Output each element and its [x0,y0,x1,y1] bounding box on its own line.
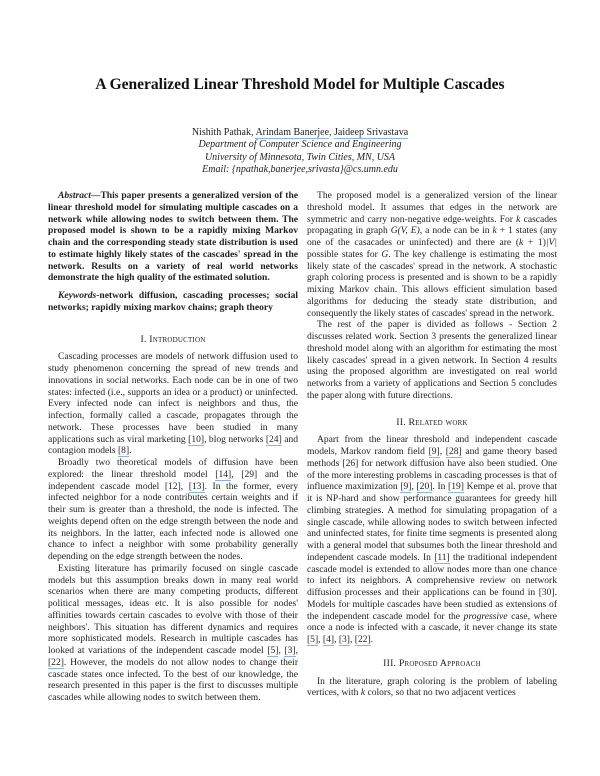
introduction-body: Cascading processes are models of networ… [48,351,298,704]
paragraph-text: , [29] and the independent cascade model… [48,468,298,492]
paragraph-text: , a node can be in [419,225,493,237]
paragraph-text: Kempe et al. prove that it is NP-hard an… [307,481,557,563]
paragraph: The proposed model is a generalized vers… [307,190,557,319]
paragraph: In the literature, graph coloring is the… [307,676,557,700]
left-column: Abstract—This paper presents a generaliz… [48,190,298,704]
citation-link[interactable]: [5] [267,645,279,657]
affiliation-university: University of Minnesota, Twin Cities, MN… [204,151,396,163]
proposed-approach-body: In the literature, graph coloring is the… [307,676,557,700]
paragraph-text: colors, so that no two adjacent vertices [365,687,516,699]
italic-text: k [519,237,524,248]
paragraph-text: Existing literature has primarily focuse… [48,562,298,656]
citation-link[interactable]: [22] [48,656,64,669]
paragraph-text: , blog networks [204,433,266,445]
paragraph-text: Apart from the linear threshold and inde… [307,434,557,457]
paragraph: Cascading processes are models of networ… [48,351,299,458]
paragraph-text: , [318,634,323,645]
paragraph-text: cascades propagating in graph [307,213,557,237]
paragraph-text: Broadly two theoretical models of diffus… [48,457,298,480]
paragraph-text: + 1 states (any one of the casacades or … [307,225,557,248]
paragraph-text: . [129,445,132,457]
author-separator: , [250,127,256,138]
paragraph: The rest of the paper is divided as foll… [307,319,557,401]
citation-link[interactable]: [3] [338,634,350,646]
citation-link[interactable]: [10] [188,433,205,446]
paragraph-text: . In the former, every infected neighbor… [48,480,298,563]
section-heading-introduction: I. Introduction [140,333,206,345]
paragraph: Broadly two theoretical models of diffus… [48,457,298,563]
paragraph-text: , [278,645,285,656]
paragraph-text: In the literature, graph coloring is the… [307,675,557,699]
paragraph-text: The rest of the paper is divided as foll… [307,319,557,401]
paragraph-text: , [349,634,355,645]
paragraph-text: possible states for [307,248,382,260]
citation-link[interactable]: [9] [400,481,412,494]
paragraph-text: . However, the models do not allow nodes… [48,656,298,703]
citation-link[interactable]: [5] [307,634,319,646]
author-list: Nishith Pathak, Arindam Banerjee, Jaidee… [0,127,600,139]
paragraph-text: , [295,645,298,656]
italic-text: k [492,225,497,237]
paragraph-text: The proposed model is a generalized vers… [307,190,557,225]
paragraph: Existing literature has primarily focuse… [48,563,298,704]
keywords-lead: Keywords [58,290,97,301]
related-work-body: Apart from the linear threshold and inde… [307,434,557,646]
author-email: Email: {npathak,banerjee,srivasta}@cs.um… [202,163,398,175]
author-block: Nishith Pathak, Arindam Banerjee, Jaidee… [0,127,600,176]
citation-link[interactable]: [13] [188,480,205,493]
keywords: Keywords-network diffusion, cascading pr… [48,290,298,314]
italic-text: |V| [545,237,557,248]
section-heading-proposed-approach: III. Proposed Approach [383,657,481,669]
keywords-text: -network diffusion, cascading processes;… [48,290,298,313]
introduction-continued: The proposed model is a generalized vers… [307,190,557,402]
paragraph-text: Cascading processes are models of networ… [48,351,298,445]
author-separator: , [329,127,335,138]
author-name: Nishith Pathak [191,127,251,138]
paragraph-text: . [370,634,374,645]
section-heading-related-work: II. Related work [396,416,468,428]
paragraph-text: , [439,446,446,457]
citation-link[interactable]: [22] [354,634,371,646]
paragraph: Apart from the linear threshold and inde… [307,434,557,646]
citation-link[interactable]: [4] [322,634,335,646]
citation-link[interactable]: [8] [118,445,130,458]
paragraph-text: . In [432,481,449,493]
author-link[interactable]: Arindam Banerjee [255,127,330,139]
citation-link[interactable]: [20] [416,481,433,494]
italic-text: G [381,248,389,260]
italic-text: G(V, E) [390,225,420,237]
citation-link[interactable]: [19] [448,481,464,494]
author-link[interactable]: Jaideep Srivastava [334,127,409,139]
citation-link[interactable]: [11] [434,551,450,564]
citation-link[interactable]: [14] [215,468,232,481]
citation-link[interactable]: [9] [428,446,440,458]
paragraph-text: + 1) [523,237,546,248]
citation-link[interactable]: [28] [445,446,462,458]
paragraph-text: , [334,634,339,645]
paper-title: A Generalized Linear Threshold Model for… [95,76,505,93]
affiliation-department: Department of Computer Science and Engin… [198,139,402,151]
right-column: The proposed model is a generalized vers… [307,190,557,699]
italic-text: progressive [463,610,508,622]
abstract-text: —This paper presents a generalized versi… [48,190,298,284]
paragraph-text: case, where once a node is infected with… [307,610,557,634]
paragraph-text: and game theory based methods [26] for n… [307,446,557,493]
citation-link[interactable]: [3] [284,645,296,657]
abstract-lead: Abstract [58,190,91,201]
italic-text: k [516,213,521,225]
abstract: Abstract—This paper presents a generaliz… [48,190,298,284]
paragraph-text: , [411,481,417,493]
paragraph-text: the traditional independent cascade mode… [307,551,557,622]
citation-link[interactable]: [24] [265,433,282,446]
paragraph-text: . The key challenge is estimating the mo… [307,248,558,319]
paragraph-text: and contagion models [48,433,299,457]
italic-text: k [360,687,366,699]
